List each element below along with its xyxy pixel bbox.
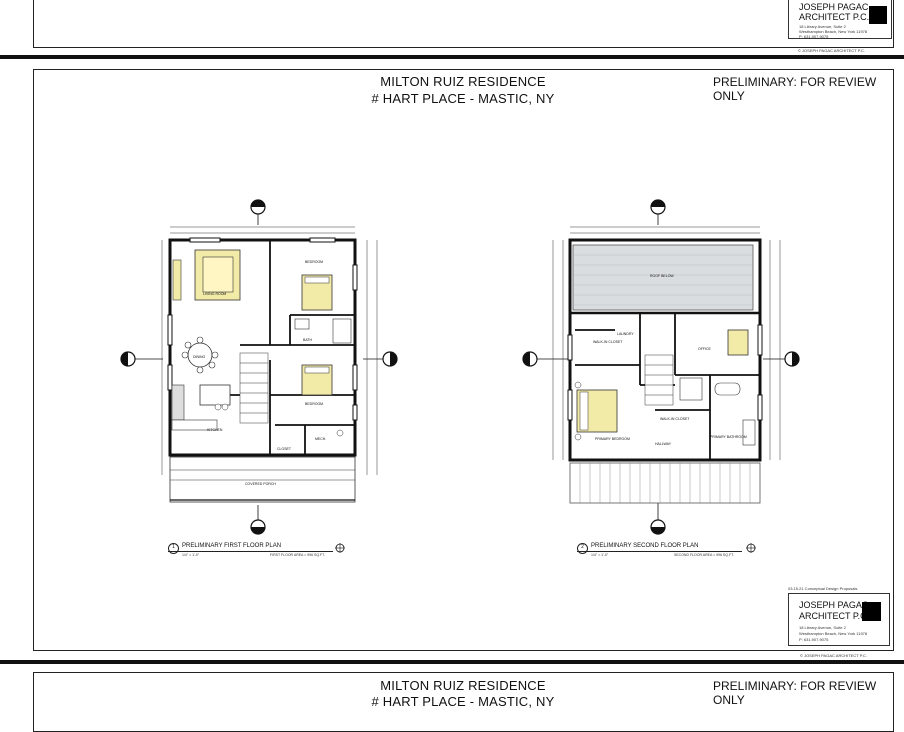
issue-note: 03.15.21 Conceptual Design Proposals — [788, 586, 858, 591]
section-marker-left-icon-2 — [522, 351, 570, 367]
top-title-block: JOSEPH PAGAC ARCHITECT P.C. 18 Library A… — [788, 0, 892, 39]
sheet-divider-top — [0, 55, 904, 59]
label-primary-bath: PRIMARY BATHROOM — [710, 435, 747, 439]
first-floor-title: PRELIMINARY FIRST FLOOR PLAN — [182, 543, 282, 549]
sheet-divider-bottom — [0, 660, 904, 664]
second-floor-area: SECOND FLOOR AREA = 996 SQ.FT. — [674, 553, 734, 557]
bottom-project-address: # HART PLACE - MASTIC, NY — [371, 694, 555, 709]
top-sheet-frame: JOSEPH PAGAC ARCHITECT P.C. 18 Library A… — [33, 0, 894, 48]
section-marker-top-icon-2 — [650, 199, 666, 225]
label-closet: CLOSET — [277, 447, 292, 451]
second-floor-plan: ROOF BELOW OFFICE PRIMARY BEDROOM PRIMAR… — [522, 199, 800, 535]
label-bedroom-2: BEDROOM — [305, 402, 323, 406]
label-primary-bedroom: PRIMARY BEDROOM — [595, 437, 630, 441]
first-floor-caption-line — [168, 551, 333, 552]
second-floor-drawing-number: 2 — [577, 543, 588, 554]
label-walk-in-1: WALK-IN CLOSET — [593, 340, 623, 344]
label-bedroom-1: BEDROOM — [305, 260, 323, 264]
label-hallway: HALLWAY — [655, 442, 672, 446]
label-dining: DINING — [193, 355, 206, 359]
bottom-review-note: PRELIMINARY: FOR REVIEW ONLY — [713, 679, 877, 707]
label-porch: COVERED PORCH — [245, 482, 276, 486]
section-marker-bottom-icon — [250, 505, 266, 535]
firm-address-1: 18 Library Avenue, Suite 2 — [799, 625, 846, 630]
section-marker-top-icon — [250, 199, 266, 225]
dining-table-icon — [181, 336, 219, 374]
label-mech: MECH. — [315, 437, 326, 441]
firm-phone: P: 631.907.9075 — [799, 637, 829, 642]
review-note: PRELIMINARY: FOR REVIEW ONLY — [713, 75, 877, 103]
label-laundry: LAUNDRY — [617, 332, 634, 336]
label-living-room: LIVING ROOM — [203, 292, 226, 296]
label-roof-below: ROOF BELOW — [650, 274, 674, 278]
bottom-project-title: MILTON RUIZ RESIDENCE — [380, 678, 546, 693]
label-kitchen: KITCHEN — [207, 428, 223, 432]
project-title: MILTON RUIZ RESIDENCE — [380, 74, 546, 89]
section-marker-bottom-icon-2 — [650, 495, 666, 535]
top-phone: P: 631.907.9075 — [799, 34, 829, 39]
first-floor-drawing-number: 1 — [168, 543, 179, 554]
top-firm-name-1: JOSEPH PAGAC — [799, 2, 869, 12]
firm-name-2: ARCHITECT P.C. — [799, 611, 870, 621]
top-firm-name-2: ARCHITECT P.C. — [799, 12, 870, 22]
second-floor-title: PRELIMINARY SECOND FLOOR PLAN — [591, 543, 699, 549]
project-address: # HART PLACE - MASTIC, NY — [371, 91, 555, 106]
second-floor-scale: 1/4" = 1'-0" — [591, 553, 609, 557]
first-floor-scale: 1/4" = 1'-0" — [182, 553, 200, 557]
main-copyright: © JOSEPH PAGAC ARCHITECT P.C. — [800, 653, 867, 658]
top-address-1: 18 Library Avenue, Suite 2 — [799, 24, 846, 29]
label-office: OFFICE — [698, 347, 711, 351]
top-firm-logo-icon — [869, 6, 887, 24]
section-marker-left-icon — [120, 351, 163, 367]
label-bath: BATH — [303, 338, 313, 342]
first-floor-plan: LIVING ROOM DINING KITCHEN BEDROOM BEDRO… — [120, 199, 398, 535]
second-floor-north-arrow-icon — [746, 543, 756, 553]
top-copyright: © JOSEPH PAGAC ARCHITECT P.C. — [798, 48, 865, 53]
main-title-block: JOSEPH PAGAC ARCHITECT P.C. 18 Library A… — [788, 593, 890, 646]
section-marker-right-icon-2 — [763, 351, 800, 367]
main-sheet-frame — [33, 69, 894, 651]
top-address-2: Westhampton Beach, New York 11978 — [799, 29, 868, 34]
second-floor-caption-line — [577, 551, 742, 552]
firm-logo-icon — [862, 602, 881, 621]
label-walk-in-2: WALK-IN CLOSET — [660, 417, 690, 421]
section-marker-right-icon — [363, 351, 398, 367]
firm-address-2: Westhampton Beach, New York 11978 — [799, 631, 868, 636]
first-floor-north-arrow-icon — [335, 543, 345, 553]
first-floor-area: FIRST FLOOR AREA = 996 SQ.FT. — [270, 553, 325, 557]
firm-name-1: JOSEPH PAGAC — [799, 600, 869, 610]
